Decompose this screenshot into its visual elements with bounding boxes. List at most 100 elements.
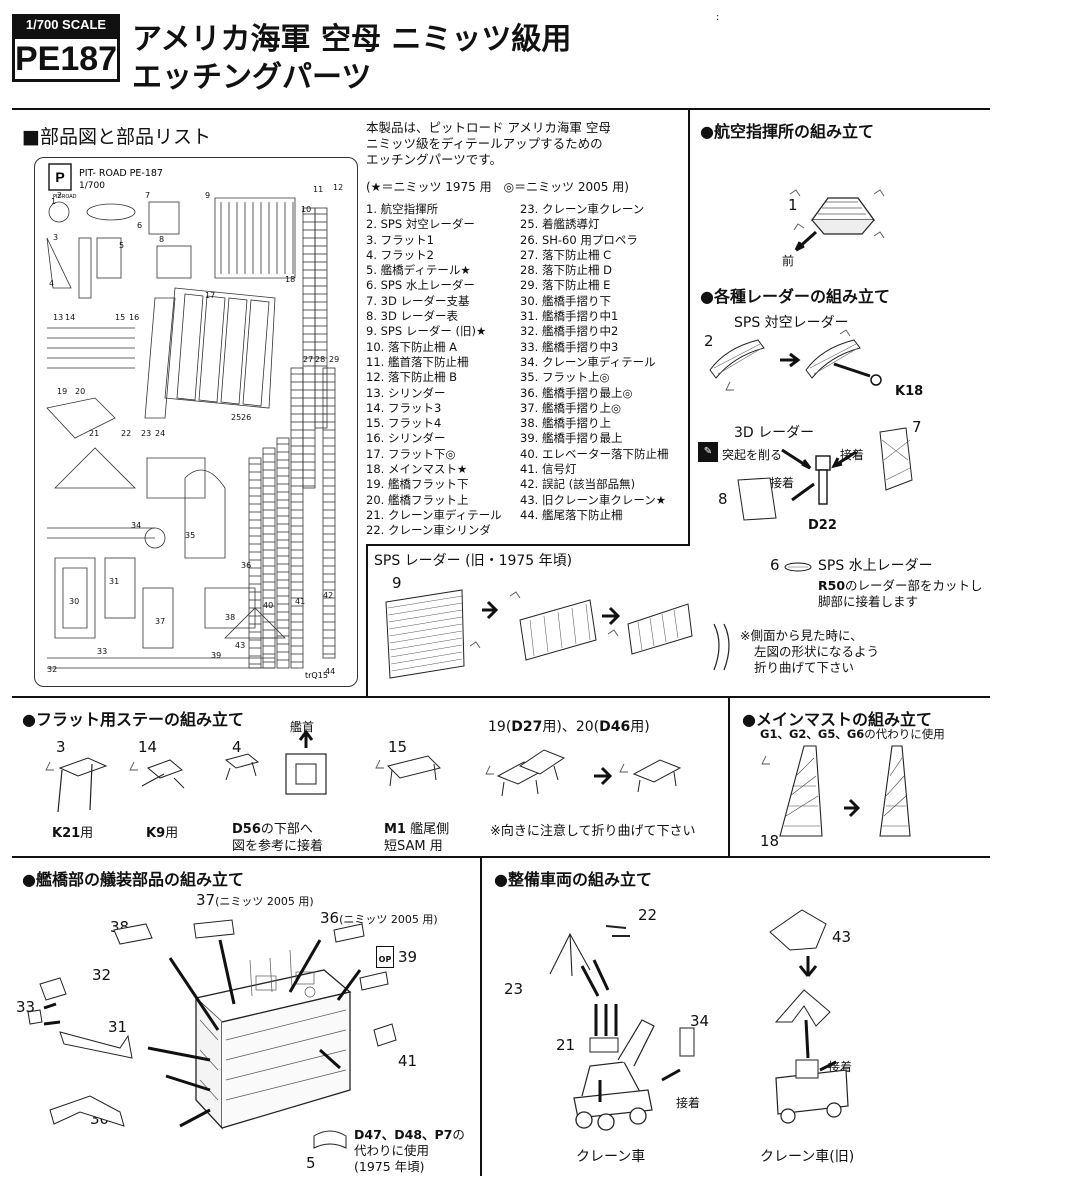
parts-list-item: 19. 艦橋フラット下 [366, 477, 469, 492]
p5-label: 5 [306, 1154, 316, 1172]
fret-part-number: 24 [155, 429, 165, 438]
fret-part-number: 44 [325, 667, 335, 676]
flat-14-number: 14 [138, 738, 158, 756]
scale-badge: 1/700 SCALE [12, 14, 120, 36]
p31-label: 31 [108, 1018, 128, 1036]
parts-list-item: 6. SPS 水上レーダー [366, 278, 475, 293]
air-control-title: ●航空指揮所の組み立て [700, 122, 874, 141]
parts-list-item: 14. フラット3 [366, 400, 442, 415]
divider-oldradar-left [366, 544, 368, 696]
bridge-section-title: ●艦橋部の艤装部品の組み立て [22, 870, 244, 889]
flat-stay-title: ●フラット用ステーの組み立て [22, 710, 244, 729]
fret-part-number: 15 [115, 313, 125, 322]
k18-ref-label: K18 [895, 384, 924, 399]
glue-label-2: 接着 [770, 476, 795, 490]
r50-note-text: のレーダー部をカットし [845, 578, 983, 593]
divider-parts-right [688, 110, 690, 346]
parts-list-item: 40. エレベーター落下防止柵 [520, 446, 669, 461]
parts-list-item: 28. 落下防止柵 D [520, 263, 612, 278]
parts-list-item: 21. クレーン車ディテール [366, 507, 502, 522]
parts-list-item: 44. 艦尾落下防止柵 [520, 507, 623, 522]
part-8-number: 8 [718, 490, 728, 508]
fret-part-number: 2 [57, 191, 62, 200]
main-mast-refs: G1、G2、G5、G6の代わりに使用 [760, 727, 945, 741]
fret-part-number: 35 [185, 531, 195, 540]
p36-label: 36(ニミッツ 2005 用) [320, 909, 438, 927]
front-arrow-icon [794, 230, 818, 252]
air-control-illustration [789, 189, 885, 252]
p37-label: 37(ニミッツ 2005 用) [196, 891, 314, 909]
fret-part-number: 37 [155, 617, 165, 626]
r50-ref: R50 [818, 578, 846, 593]
radar-section-title: ●各種レーダーの組み立て [700, 287, 890, 306]
bow-arrow-icon [298, 729, 314, 748]
parts-list-item: 38. 艦橋手摺り上 [520, 416, 611, 431]
p41-label: 41 [398, 1052, 418, 1070]
bow-label: 艦首 [290, 720, 315, 734]
fret-part-number: 27 [303, 355, 313, 364]
parts-list-item: 29. 落下防止柵 E [520, 278, 611, 293]
parts-list-item: 18. メインマスト★ [366, 462, 468, 477]
flat-3-number: 3 [56, 738, 66, 756]
parts-list-item: 37. 艦橋手摺り上◎ [520, 400, 621, 415]
fret-part-number: 34 [131, 521, 141, 530]
divider-list-bottom [366, 544, 690, 546]
parts-list-item: 25. 着艦誘導灯 [520, 217, 600, 232]
optional-part-icon: OP [376, 946, 394, 968]
fret-part-number: 29 [329, 355, 339, 364]
fret-part-number: 43 [235, 641, 245, 650]
parts-list-item: 15. フラット4 [366, 416, 442, 431]
parts-list-item: 36. 艦橋手摺り最上◎ [520, 385, 633, 400]
front-label: 前 [782, 254, 795, 268]
parts-list-item: 43. 旧クレーン車クレーン★ [520, 492, 667, 507]
vehicle-section-title: ●整備車両の組み立て [494, 870, 652, 889]
flat-19-20-illustration [485, 749, 682, 797]
parts-list-item: 42. 誤記 (該当部品無) [520, 477, 636, 492]
fret-part-number: 31 [109, 577, 119, 586]
fret-part-number: 39 [211, 651, 221, 660]
divider-mid [12, 696, 990, 698]
parts-list-item: 39. 艦橋手摺り最上 [520, 431, 623, 446]
sps-air-radar-illustration [709, 329, 882, 391]
flat-4-number: 4 [232, 738, 242, 756]
fret-part-number: 32 [47, 665, 57, 674]
parts-list-item: 9. SPS レーダー (旧)★ [366, 324, 487, 339]
corner-mark: : [716, 12, 720, 23]
svg-text:PIT- ROAD PE-187: PIT- ROAD PE-187 [79, 168, 163, 179]
bridge-note2: 代わりに使用 [354, 1143, 430, 1158]
fret-part-number: 22 [121, 429, 131, 438]
parts-list-item: 31. 艦橋手摺り中1 [520, 309, 619, 324]
old-crane-truck-label: クレーン車(旧) [760, 1149, 855, 1165]
page-title-line2: エッチングパーツ [132, 60, 372, 95]
fret-part-number: 16 [129, 313, 139, 322]
fret-part-number: 33 [97, 647, 107, 656]
flat-15-ref: M1 艦尾側 [384, 822, 450, 837]
parts-list-item: 5. 艦橋ディテール★ [366, 263, 471, 278]
p23-label: 23 [504, 980, 524, 998]
fret-part-number: 40 [263, 601, 273, 610]
fret-part-number: 18 [285, 275, 295, 284]
sps-surface-label: SPS 水上レーダー [818, 558, 933, 574]
flat-4-ref-line2: 図を参考に接着 [232, 839, 324, 854]
sps-air-part-number: 2 [704, 332, 714, 350]
fret-part-number: 13 [53, 313, 63, 322]
surface-radar-icon [784, 562, 812, 572]
product-code-badge: PE187 [12, 36, 120, 82]
radar-3d-illustration [737, 427, 913, 521]
mast-part-number: 18 [760, 832, 780, 850]
fret-part-number: 25 [231, 413, 241, 422]
bridge-illustration [27, 919, 397, 1149]
fret-part-number: 1 [51, 197, 56, 206]
vehicles-illustration [549, 909, 849, 1131]
part-6-number: 6 [770, 556, 780, 574]
r50-note-line2: 脚部に接着します [818, 594, 919, 609]
pit-road-logo-icon [48, 163, 72, 191]
parts-list-item: 34. クレーン車ディテール [520, 354, 656, 369]
vehicle-glue-1: 接着 [676, 1096, 701, 1110]
fret-part-number: 5 [119, 241, 124, 250]
parts-list-item: 22. クレーン車シリンダ [366, 523, 491, 538]
header-divider [12, 108, 990, 110]
flat-15-number: 15 [388, 738, 408, 756]
